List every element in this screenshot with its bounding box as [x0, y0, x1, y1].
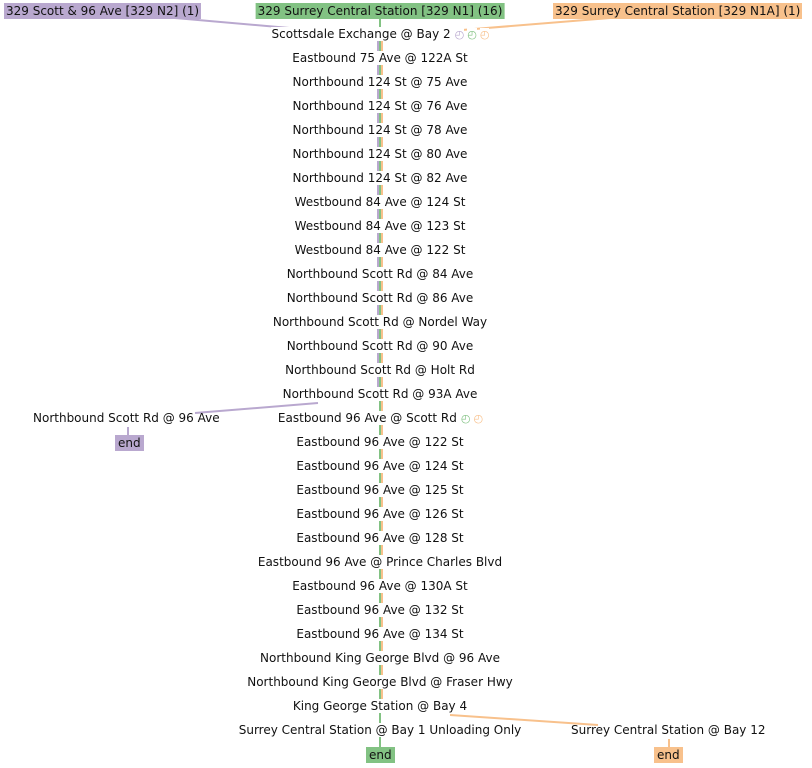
stop-label: Northbound Scott Rd @ 93A Ave [281, 387, 479, 401]
stop-label: Northbound Scott Rd @ 86 Ave [285, 291, 475, 305]
stop-row: Eastbound 96 Ave @ 125 St [200, 482, 560, 498]
stop-row: Eastbound 96 Ave @ 132 St [200, 602, 560, 618]
stop-row: Eastbound 96 Ave @ Prince Charles Blvd [200, 554, 560, 570]
stop-row: Northbound 124 St @ 76 Ave [200, 98, 560, 114]
stop-label: Eastbound 96 Ave @ 126 St [295, 507, 465, 521]
stop-row: Northbound Scott Rd @ 90 Ave [200, 338, 560, 354]
stop-label: Eastbound 96 Ave @ 125 St [295, 483, 465, 497]
branch-header-n1a: 329 Surrey Central Station [329 N1A] (1) [553, 3, 803, 19]
stop-label: Northbound 124 St @ 78 Ave [291, 123, 469, 137]
clock-icon: ◴ [454, 28, 465, 41]
stop-row: Eastbound 96 Ave @ 134 St [200, 626, 560, 642]
stop-label: Northbound Scott Rd @ Nordel Way [271, 315, 489, 329]
stop-row: Scottsdale Exchange @ Bay 2◴◴◴ [200, 26, 560, 42]
stop-row: Northbound King George Blvd @ 96 Ave [200, 650, 560, 666]
stop-row: Surrey Central Station @ Bay 1 Unloading… [200, 722, 560, 738]
stop-row: Westbound 84 Ave @ 122 St [200, 242, 560, 258]
stop-row: Northbound 124 St @ 78 Ave [200, 122, 560, 138]
stop-row: Eastbound 96 Ave @ 126 St [200, 506, 560, 522]
stop-row: Eastbound 96 Ave @ 130A St [200, 578, 560, 594]
stop-label: Westbound 84 Ave @ 124 St [293, 195, 467, 209]
stop-row: Northbound Scott Rd @ 84 Ave [200, 266, 560, 282]
stop-row: King George Station @ Bay 4 [200, 698, 560, 714]
stop-row: Northbound Scott Rd @ Holt Rd [200, 362, 560, 378]
stop-label: Northbound 124 St @ 75 Ave [291, 75, 469, 89]
stop-label: Northbound Scott Rd @ 84 Ave [285, 267, 475, 281]
stop-label: Northbound King George Blvd @ 96 Ave [259, 651, 501, 665]
clock-icon: ◴ [473, 412, 484, 425]
stop-label: Surrey Central Station @ Bay 1 Unloading… [237, 723, 523, 737]
stop-label: Scottsdale Exchange @ Bay 2 [270, 27, 452, 41]
stop-label: Northbound 124 St @ 82 Ave [291, 171, 469, 185]
stop-n1a-last: Surrey Central Station @ Bay 12 [571, 723, 766, 737]
stop-label: Eastbound 96 Ave @ 132 St [295, 603, 465, 617]
stop-label: Eastbound 96 Ave @ 122 St [295, 435, 465, 449]
clock-icon: ◴ [479, 28, 490, 41]
stop-label: Northbound Scott Rd @ 90 Ave [285, 339, 475, 353]
stop-row: Westbound 84 Ave @ 124 St [200, 194, 560, 210]
stop-row: Northbound 124 St @ 80 Ave [200, 146, 560, 162]
stop-label: Northbound 124 St @ 80 Ave [291, 147, 469, 161]
stop-label: King George Station @ Bay 4 [291, 699, 469, 713]
stop-n2-last: Northbound Scott Rd @ 96 Ave [33, 411, 220, 425]
stop-row: Eastbound 96 Ave @ Scott Rd◴◴ [200, 410, 560, 426]
stop-row: Eastbound 96 Ave @ 128 St [200, 530, 560, 546]
branch-header-n1: 329 Surrey Central Station [329 N1] (16) [255, 3, 505, 19]
stop-label: Northbound 124 St @ 76 Ave [291, 99, 469, 113]
stop-row: Northbound Scott Rd @ 93A Ave [200, 386, 560, 402]
stop-row: Northbound King George Blvd @ Fraser Hwy [200, 674, 560, 690]
stop-row: Westbound 84 Ave @ 123 St [200, 218, 560, 234]
clock-icon: ◴ [467, 28, 477, 41]
stop-label: Westbound 84 Ave @ 122 St [293, 243, 467, 257]
stop-label: Northbound King George Blvd @ Fraser Hwy [246, 675, 514, 689]
stop-row: Eastbound 96 Ave @ 122 St [200, 434, 560, 450]
stop-label: Eastbound 96 Ave @ Scott Rd [276, 411, 458, 425]
end-marker-n1: end [366, 747, 395, 763]
route-line-n2 [194, 402, 319, 414]
stop-row: Eastbound 75 Ave @ 122A St [200, 50, 560, 66]
route-line-n1a [449, 714, 599, 726]
stop-label: Eastbound 96 Ave @ Prince Charles Blvd [256, 555, 504, 569]
stop-row: Eastbound 96 Ave @ 124 St [200, 458, 560, 474]
branch-header-n2: 329 Scott & 96 Ave [329 N2] (1) [4, 3, 202, 19]
stop-label: Eastbound 96 Ave @ 134 St [295, 627, 465, 641]
end-marker-n2: end [115, 435, 144, 451]
stop-row: Northbound 124 St @ 75 Ave [200, 74, 560, 90]
stop-label: Eastbound 96 Ave @ 128 St [295, 531, 465, 545]
stop-label: Eastbound 96 Ave @ 130A St [291, 579, 469, 593]
stop-label: Westbound 84 Ave @ 123 St [293, 219, 467, 233]
stop-row: Northbound 124 St @ 82 Ave [200, 170, 560, 186]
stop-label: Northbound Scott Rd @ Holt Rd [284, 363, 476, 377]
stop-row: Northbound Scott Rd @ 86 Ave [200, 290, 560, 306]
stop-row: Northbound Scott Rd @ Nordel Way [200, 314, 560, 330]
clock-icon: ◴ [460, 412, 471, 425]
stop-label: Eastbound 96 Ave @ 124 St [295, 459, 465, 473]
end-marker-n1a: end [654, 747, 683, 763]
stop-label: Eastbound 75 Ave @ 122A St [291, 51, 469, 65]
